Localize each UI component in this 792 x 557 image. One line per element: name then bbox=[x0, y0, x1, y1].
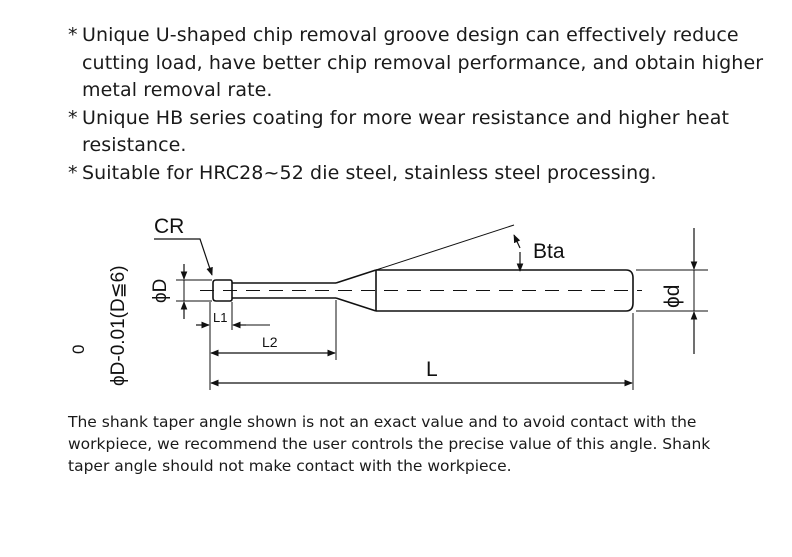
phi-d-small-label: ϕd bbox=[661, 285, 684, 308]
tolerance-label: ϕD-0.01(D≦6) bbox=[108, 265, 129, 386]
l1-label: L1 bbox=[213, 310, 227, 325]
bta-ref-line bbox=[375, 224, 515, 271]
feature-text: Unique U-shaped chip removal groove desi… bbox=[82, 24, 764, 101]
feature-text: Unique HB series coating for more wear r… bbox=[82, 106, 729, 157]
feature-text: Suitable for HRC28~52 die steel, stainle… bbox=[82, 161, 657, 184]
feature-list: * Unique U-shaped chip removal groove de… bbox=[68, 22, 768, 187]
feature-item: * Unique U-shaped chip removal groove de… bbox=[68, 22, 768, 105]
cr-leader bbox=[154, 238, 213, 276]
feature-marker: * bbox=[68, 161, 78, 184]
feature-marker: * bbox=[68, 24, 78, 46]
feature-marker: * bbox=[68, 106, 78, 129]
bta-label: Bta bbox=[533, 240, 565, 263]
taper-angle-note: The shank taper angle shown is not an ex… bbox=[68, 413, 711, 475]
tolerance-zero: 0 bbox=[69, 345, 88, 354]
cr-label: CR bbox=[154, 215, 184, 238]
feature-item: * Unique HB series coating for more wear… bbox=[68, 105, 768, 160]
feature-item: * Suitable for HRC28~52 die steel, stain… bbox=[68, 160, 768, 188]
l2-label: L2 bbox=[262, 334, 278, 350]
phi-d-large-label: ϕD bbox=[150, 279, 171, 303]
end-mill-diagram: 0 ϕD-0.01(D≦6) CR ϕD L1 L2 L bbox=[69, 215, 708, 390]
tool-body bbox=[212, 269, 634, 312]
l-label: L bbox=[426, 358, 438, 381]
